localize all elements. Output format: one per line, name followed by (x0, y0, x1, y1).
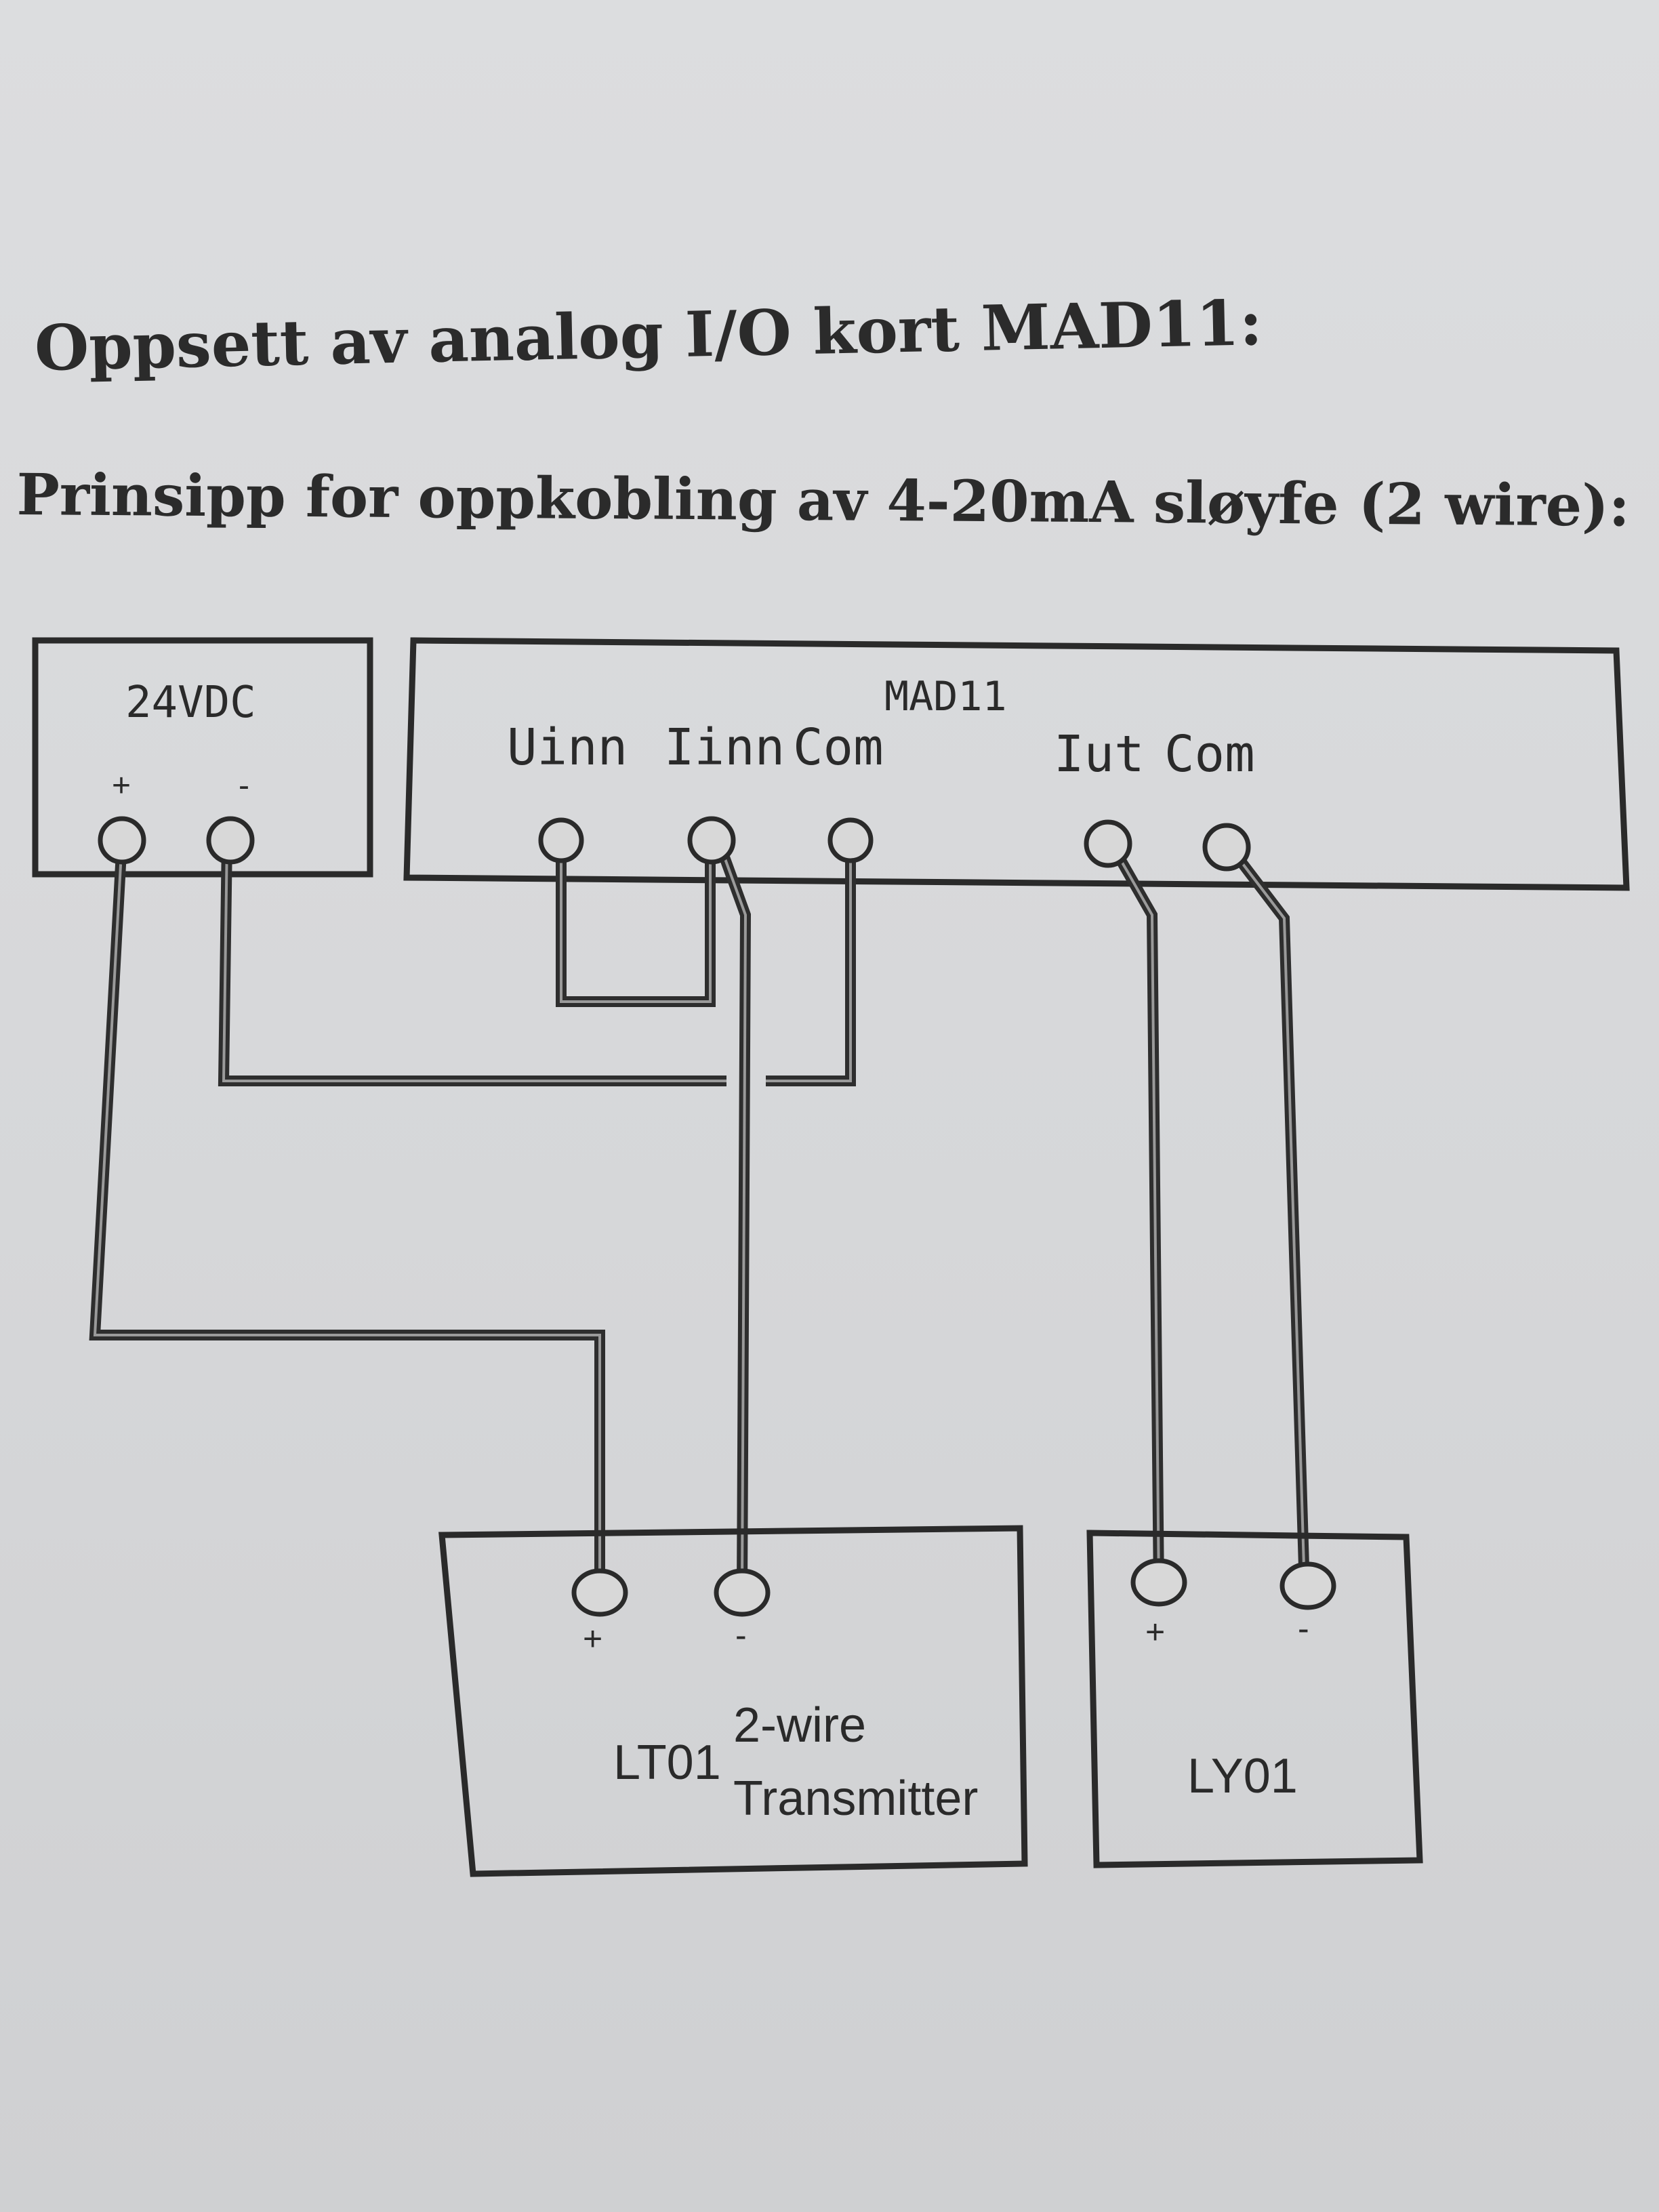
wire-supply-minus-to-com (766, 840, 856, 1086)
com-2-terminal (1202, 823, 1251, 872)
transmitter-tag: LT01 (613, 1736, 721, 1790)
card-terminal-com-2: Com (1164, 725, 1255, 783)
ly01-minus-label: - (1298, 1610, 1309, 1647)
uinn-terminal (538, 817, 584, 863)
transmitter-minus-label: - (735, 1616, 747, 1654)
transmitter-plus-terminal (571, 1568, 628, 1617)
supply-plus-label: + (112, 768, 131, 804)
terminals (98, 816, 1336, 1617)
card-terminal-iut: Iut (1054, 725, 1145, 783)
ly01-plus-label: + (1145, 1613, 1165, 1651)
wire-supply-plus-to-transmitter-plus (89, 840, 605, 1589)
supply-minus-terminal (206, 816, 255, 865)
card-label: MAD11 (884, 673, 1007, 720)
ly01-minus-terminal (1279, 1561, 1336, 1610)
card-terminal-com-1: Com (793, 718, 884, 777)
card-terminal-iinn: Iinn (664, 718, 785, 777)
wire-uinn-iinn-jumper (556, 840, 716, 1007)
ly01-box: + - LY01 (1086, 1530, 1423, 1868)
transmitter-box: + - LT01 2-wire Transmitter (438, 1525, 1028, 1877)
supply-plus-terminal (98, 816, 146, 865)
card-terminal-uinn: Uinn (507, 718, 628, 777)
wires (89, 838, 1310, 1590)
transmitter-minus-terminal (714, 1568, 771, 1617)
com-1-terminal (827, 817, 874, 863)
ly01-plus-terminal (1130, 1558, 1187, 1607)
supply-label: 24VDC (125, 678, 256, 728)
supply-minus-label: - (239, 768, 249, 804)
iut-terminal (1084, 819, 1132, 868)
mad11-card-box: MAD11 Uinn Iinn Com Iut Com (403, 637, 1630, 891)
transmitter-label-line2: Transmitter (733, 1771, 978, 1826)
supply-box: 24VDC + - (32, 637, 373, 878)
ly01-tag: LY01 (1187, 1749, 1298, 1803)
iinn-terminal (687, 816, 736, 865)
transmitter-plus-label: + (583, 1620, 602, 1658)
transmitter-label-line1: 2-wire (733, 1698, 866, 1753)
